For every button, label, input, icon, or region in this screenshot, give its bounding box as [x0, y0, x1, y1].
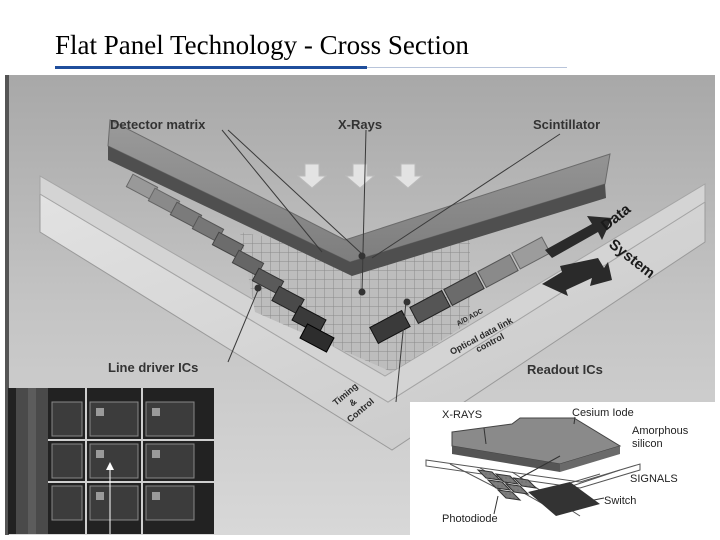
inset-label-switch: Switch: [604, 495, 636, 507]
inset-label-cesium-iodide: Cesium Iode: [572, 407, 634, 419]
inset-label-amorphous: Amorphous: [632, 425, 689, 437]
pixel-array-photo: [8, 388, 214, 534]
x-ray-arrows: [298, 164, 422, 188]
flat-panel-cross-section-figure: Detector matrix X-Rays Scintillator Data…: [0, 72, 720, 540]
inset-label-signals: SIGNALS: [630, 473, 678, 485]
label-scintillator: Scintillator: [533, 117, 600, 132]
label-readout-ics: Readout ICs: [527, 362, 603, 377]
title-underline: [55, 66, 367, 69]
label-detector-matrix: Detector matrix: [110, 117, 206, 132]
photo-pixels: [52, 402, 194, 520]
pixel-schematic-inset: X-RAYS Cesium Iode Amorphous silicon SIG…: [410, 402, 720, 540]
inset-label-photodiode: Photodiode: [442, 513, 498, 525]
label-x-rays: X-Rays: [338, 117, 382, 132]
slide-title: Flat Panel Technology - Cross Section: [55, 30, 469, 61]
title-underline-faint: [367, 67, 567, 68]
inset-label-silicon: silicon: [632, 438, 663, 450]
label-line-driver-ics: Line driver ICs: [108, 360, 198, 375]
inset-label-x-rays: X-RAYS: [442, 409, 482, 421]
